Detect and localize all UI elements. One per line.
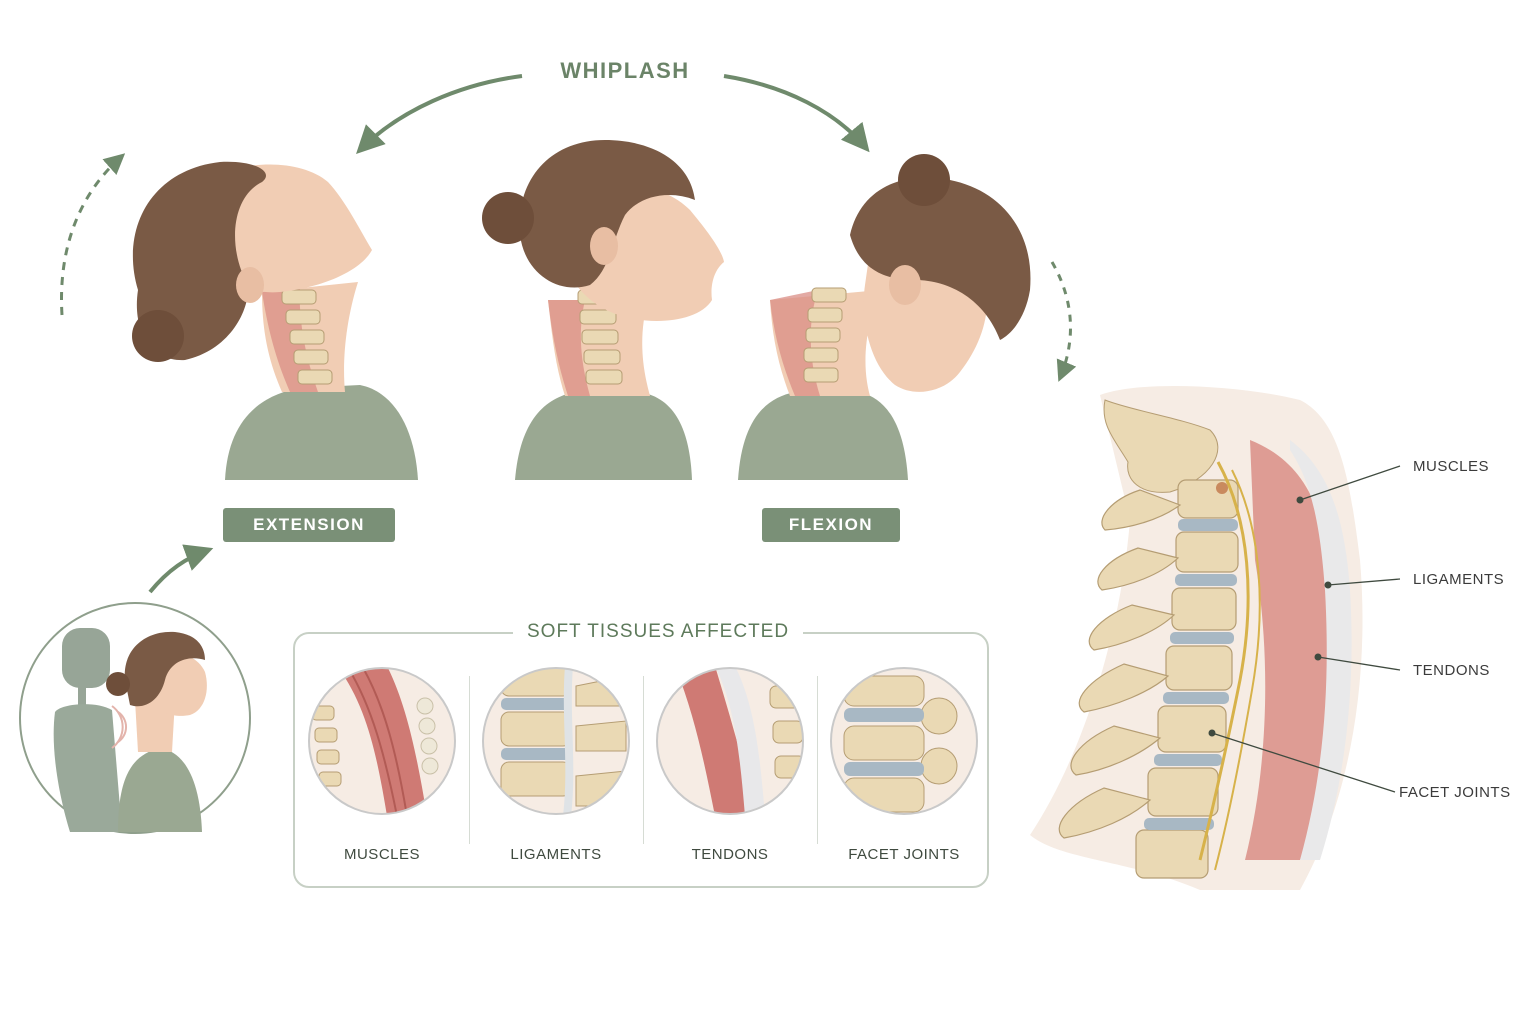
dashed-arrow-down	[1050, 261, 1077, 382]
arc-arrow-left	[356, 74, 523, 154]
tissue-label: TENDONS	[691, 846, 769, 863]
extension-label: EXTENSION	[223, 508, 395, 542]
figure-neutral	[482, 140, 724, 480]
figure-flexion	[738, 154, 1031, 480]
tissue-label: LIGAMENTS	[510, 846, 602, 863]
divider	[643, 676, 644, 844]
tissue-muscles: MUSCLES	[295, 634, 469, 886]
arc-arrow-right	[723, 74, 870, 153]
divider	[469, 676, 470, 844]
callout-tendons: TENDONS	[1413, 662, 1490, 679]
tissue-tendons: TENDONS	[643, 634, 817, 886]
dashed-arrow-up	[60, 153, 126, 316]
tissue-facet-joints: FACET JOINTS	[817, 634, 991, 886]
tissue-label: FACET JOINTS	[848, 846, 960, 863]
impact-arrow	[148, 544, 214, 594]
callout-muscles: MUSCLES	[1413, 458, 1490, 475]
soft-tissues-heading: SOFT TISSUES AFFECTED	[513, 621, 804, 643]
tissue-ligaments: LIGAMENTS	[469, 634, 643, 886]
figure-extension	[132, 161, 418, 480]
divider	[817, 676, 818, 844]
facet-joints-thumbnail	[830, 667, 978, 815]
tendons-thumbnail	[656, 667, 804, 815]
ligaments-thumbnail	[482, 667, 630, 815]
flexion-label: FLEXION	[762, 508, 900, 542]
soft-tissues-panel: SOFT TISSUES AFFECTED MUSCLES	[293, 621, 991, 888]
callout-facet-joints: FACET JOINTS	[1399, 784, 1511, 801]
callout-ligaments: LIGAMENTS	[1413, 571, 1505, 588]
cervical-spine-anatomy	[1030, 385, 1401, 890]
tissue-label: MUSCLES	[343, 846, 421, 863]
diagram-title: WHIPLASH	[560, 58, 690, 83]
muscles-thumbnail	[308, 667, 456, 815]
car-seat-illustration	[19, 602, 251, 834]
